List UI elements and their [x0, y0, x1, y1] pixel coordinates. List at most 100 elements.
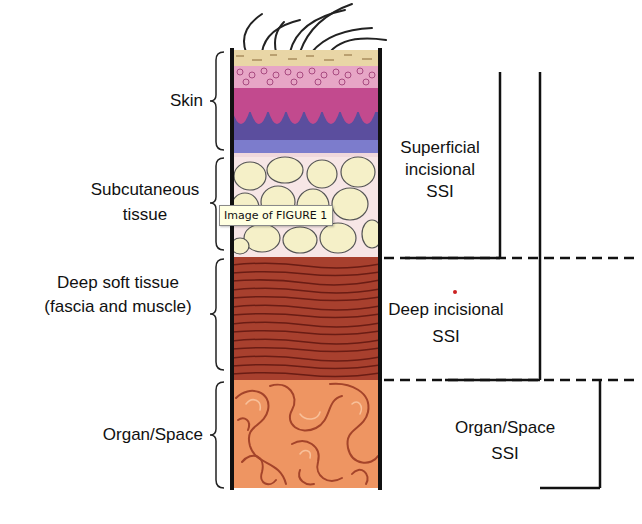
- fat-layer: [341, 157, 375, 187]
- tooltip-text: Image of FIGURE 1: [224, 209, 328, 222]
- muscle-layer: [232, 331, 380, 335]
- skin-layer: [321, 72, 327, 78]
- ssi-bracket: [445, 379, 540, 382]
- hair: [244, 4, 386, 52]
- ssi-category-label: Deep incisional SSI: [376, 296, 516, 350]
- ssi-bracket: [599, 380, 602, 488]
- intestine-layer: [236, 384, 378, 485]
- label-text: Superficial incisional SSI: [400, 138, 479, 201]
- skin-layer: [243, 79, 249, 85]
- fat-layer: [232, 238, 249, 254]
- muscle-layer: [232, 272, 380, 276]
- intestine-layer: [232, 380, 380, 488]
- layer-brace: [210, 158, 224, 250]
- muscle-layer: [232, 339, 380, 344]
- intestine-layer: [236, 391, 286, 484]
- label-text: Subcutaneous tissue: [91, 180, 200, 224]
- layer-label: Deep soft tissue (fascia and muscle): [33, 271, 203, 319]
- muscle-layer: [232, 373, 380, 377]
- intestine-layer: [352, 470, 368, 484]
- fat-layer: [267, 157, 303, 183]
- label-text: Skin: [170, 91, 203, 110]
- layer-label: Organ/Space: [83, 424, 203, 446]
- label-text: Deep incisional SSI: [388, 300, 503, 346]
- intestine-layer: [300, 412, 320, 419]
- skin-layer: [267, 79, 273, 85]
- skin-layer: [232, 50, 380, 157]
- skin-layer: [237, 69, 243, 75]
- muscle-layer: [232, 348, 380, 352]
- intestine-layer: [246, 400, 260, 410]
- column-border: [378, 48, 382, 490]
- ssi-category-label: Superficial incisional SSI: [390, 137, 490, 203]
- ssi-bracket: [539, 72, 542, 380]
- muscle-layer: [232, 297, 380, 301]
- column-border: [232, 48, 380, 490]
- hair: [275, 22, 284, 52]
- fat-layer: [234, 162, 266, 190]
- ssi-bracket: [540, 487, 600, 490]
- label-text: Organ/Space: [103, 425, 203, 444]
- column-border: [230, 48, 234, 490]
- muscle-layer: [232, 288, 380, 293]
- ssi-bracket: [499, 72, 502, 258]
- skin-layer: [232, 153, 380, 157]
- red-dot: [453, 290, 457, 294]
- skin-layer: [309, 68, 315, 74]
- intestine-layer: [242, 456, 276, 484]
- skin-layer: [315, 79, 321, 85]
- skin-layer: [357, 68, 363, 74]
- skin-layer: [261, 68, 267, 74]
- skin-layer: [273, 72, 279, 78]
- ssi-category-label: Organ/Space SSI: [445, 415, 565, 466]
- layer-brace: [210, 52, 224, 488]
- fat-layer: [332, 188, 368, 220]
- skin-layer: [232, 108, 380, 124]
- hair: [300, 4, 352, 52]
- muscle-layer: [232, 365, 380, 369]
- layer-brace: [210, 259, 224, 370]
- skin-layer: [236, 55, 372, 60]
- layer-brace: [210, 52, 224, 150]
- label-text: Deep soft tissue (fascia and muscle): [44, 273, 191, 316]
- intestine-layer: [330, 384, 378, 463]
- muscle-layer: [232, 257, 380, 380]
- intestine-layer: [352, 402, 361, 414]
- skin-layer: [369, 72, 375, 78]
- ssi-bracket: [384, 257, 640, 260]
- ssi-bracket: [384, 379, 640, 382]
- ssi-bracket: [384, 72, 640, 488]
- intestine-layer: [299, 470, 314, 484]
- skin-layer: [232, 50, 380, 66]
- ssi-bracket: [405, 257, 500, 260]
- skin-layer: [232, 66, 380, 88]
- intestine-layer: [270, 385, 342, 431]
- muscle-layer: [232, 305, 380, 310]
- skin-layer: [363, 79, 369, 85]
- muscle-layer: [232, 263, 380, 268]
- intestine-layer: [300, 451, 310, 458]
- skin-layer: [339, 79, 345, 85]
- skin-layer: [291, 79, 297, 85]
- layer-brace: [210, 382, 224, 488]
- skin-layer: [345, 72, 351, 78]
- skin-layer: [237, 68, 375, 85]
- intestine-layer: [246, 400, 361, 458]
- intestine-layer: [232, 380, 380, 488]
- skin-layer: [232, 108, 380, 142]
- fat-layer: [320, 223, 356, 253]
- layer-label: Subcutaneous tissue: [85, 178, 205, 227]
- label-text: Organ/Space SSI: [455, 418, 555, 463]
- hair: [330, 39, 386, 53]
- tooltip-box: Image of FIGURE 1: [219, 205, 333, 226]
- muscle-layer: [232, 356, 380, 361]
- hair: [244, 14, 262, 52]
- muscle-layer: [232, 322, 380, 327]
- layer-label: Skin: [100, 90, 203, 112]
- skin-layer: [232, 140, 380, 153]
- hair: [312, 28, 372, 52]
- fat-layer: [362, 220, 380, 248]
